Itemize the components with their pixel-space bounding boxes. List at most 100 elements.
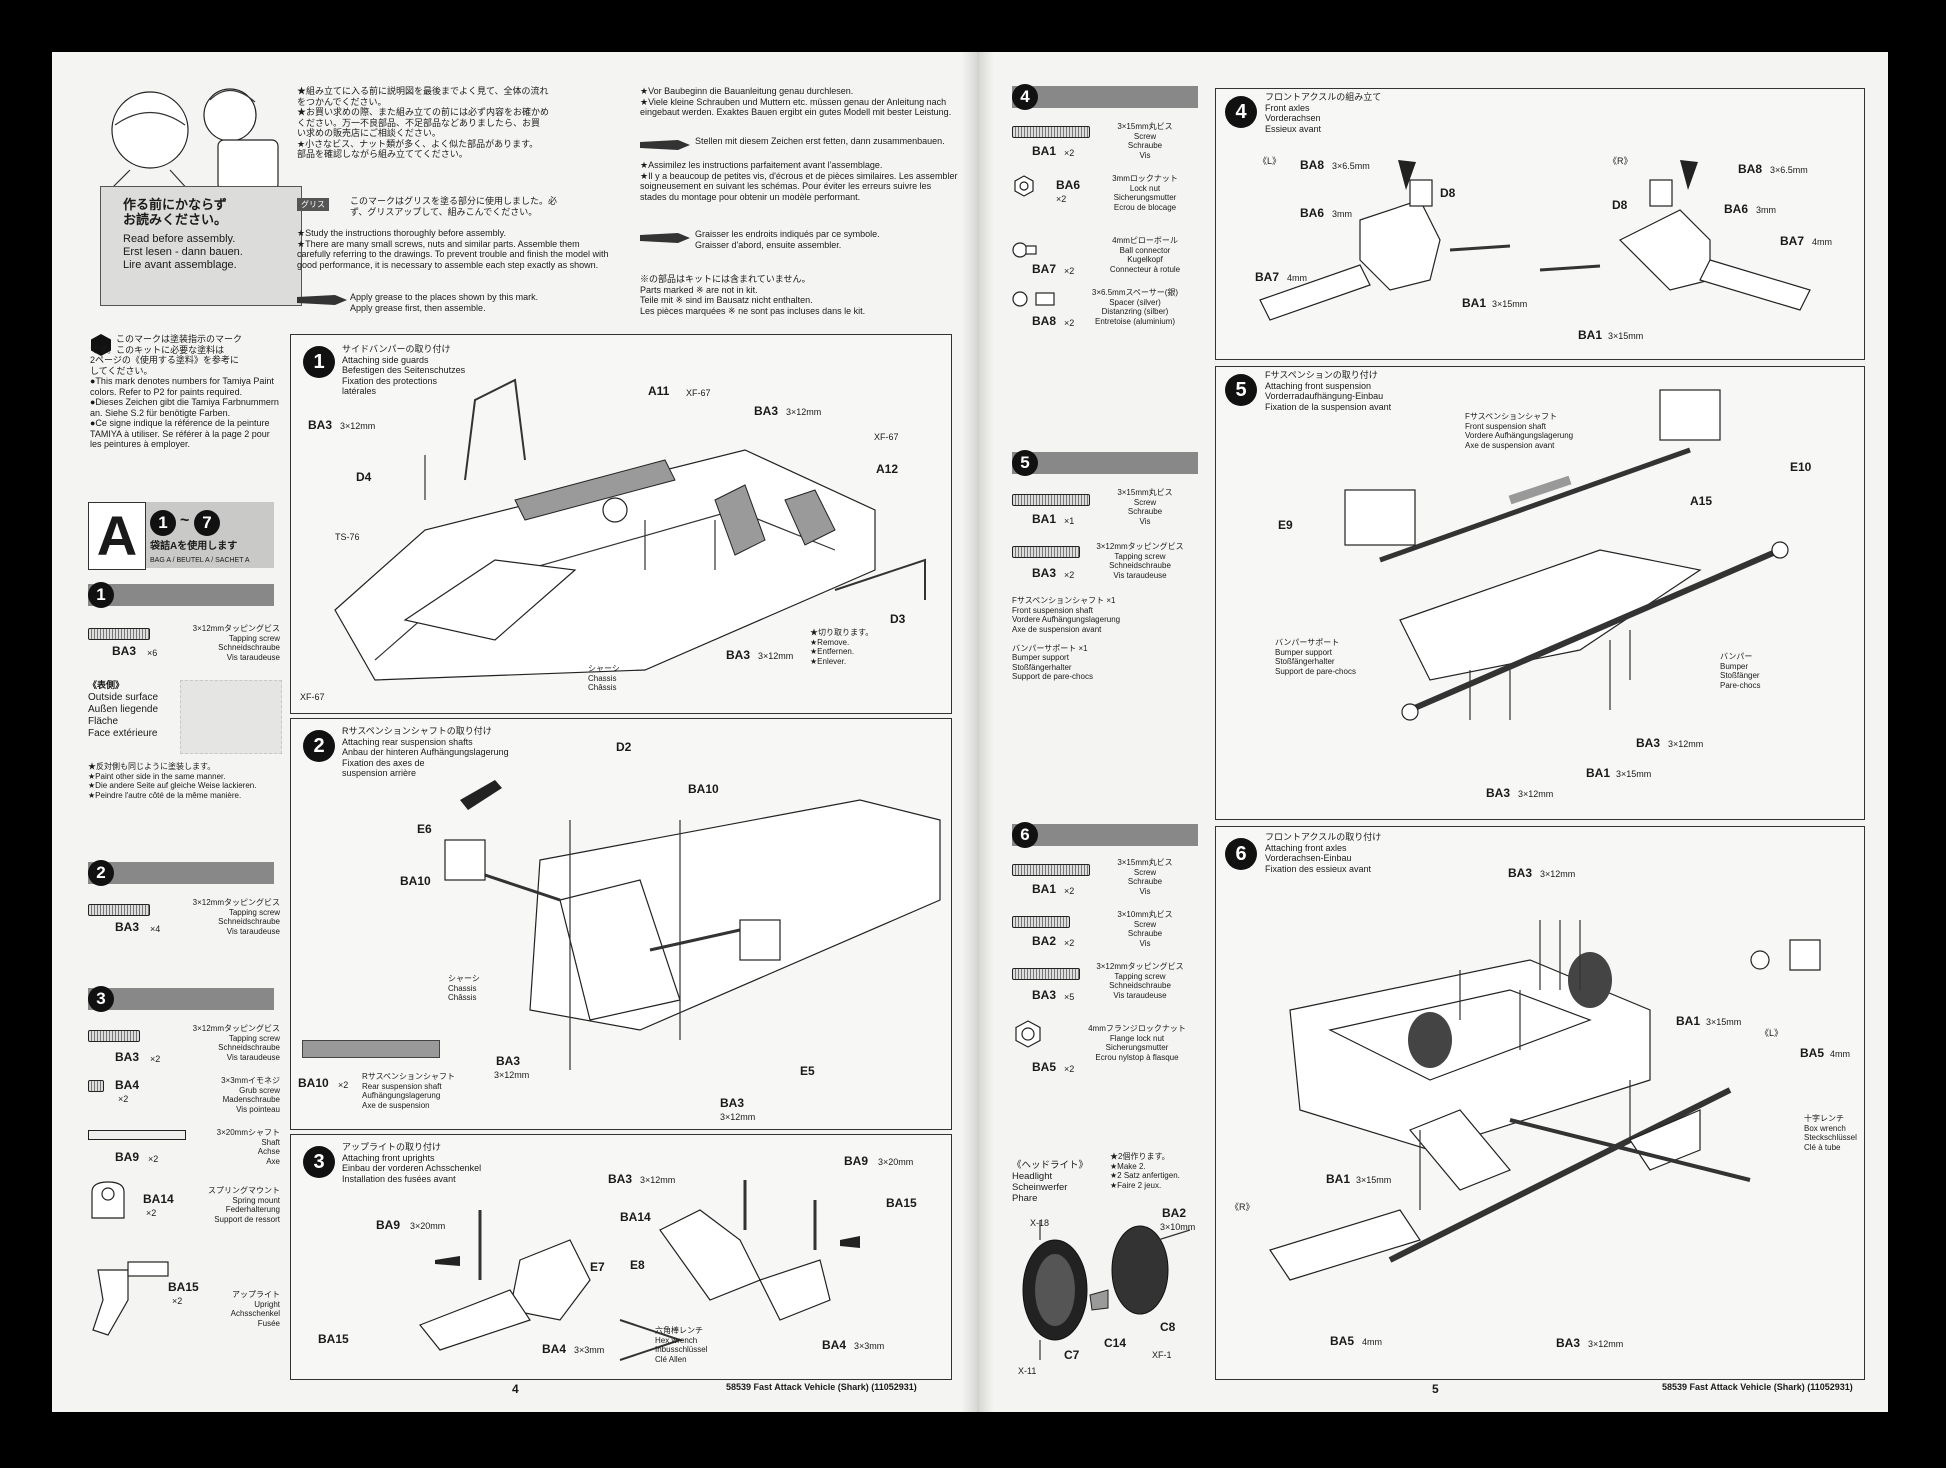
label-e8: E8: [630, 1258, 645, 1272]
label-ba4-size: 3×3mm: [854, 1341, 885, 1351]
label-ba3: BA3: [720, 1096, 745, 1110]
part-desc: 3mmロックナット Lock nut Sicherungsmutter Ecro…: [1112, 174, 1178, 212]
step-3-panel: [290, 1134, 952, 1380]
footer-left: 58539 Fast Attack Vehicle (Shark) (11052…: [726, 1382, 917, 1392]
step-5-number: 5: [1225, 374, 1257, 406]
part-desc: 3×15mm丸ビス Screw Schraube Vis: [1117, 488, 1173, 526]
part-code: BA1: [1032, 512, 1057, 526]
part-qty: ×5: [1064, 992, 1075, 1002]
label-x11: X-11: [1018, 1366, 1037, 1376]
part-code: BA7: [1032, 262, 1057, 276]
label-ba3: BA3: [496, 1054, 521, 1068]
shaft-icon: [88, 1130, 186, 1140]
label-ba9-size: 3×20mm: [878, 1157, 914, 1167]
headlight-title: 《ヘッドライト》 Headlight Scheinwerfer Phare: [1012, 1160, 1089, 1204]
label-ba4: BA4: [542, 1342, 567, 1356]
parts-bar-step-4: 4: [1012, 84, 1198, 110]
part-desc: 3×20mmシャフト Shaft Achse Axe: [216, 1128, 280, 1166]
bag-range-tilde: ~: [180, 512, 190, 529]
label-ba3: BA3: [1556, 1336, 1581, 1350]
label-d2: D2: [616, 740, 632, 754]
ball-connector-icon: [1012, 242, 1037, 258]
part-qty: ×2: [1056, 194, 1067, 204]
label-c14: C14: [1104, 1336, 1127, 1350]
label-ba9: BA9: [376, 1218, 401, 1232]
label-ba1-size: 3×15mm: [1608, 331, 1644, 341]
label-ba8-size: 3×6.5mm: [1332, 161, 1370, 171]
part-desc: 3×15mm丸ビス Screw Schraube Vis: [1117, 122, 1173, 160]
part-code: BA3: [115, 1050, 140, 1064]
label-ba14: BA14: [620, 1210, 651, 1224]
part-desc: 3×10mm丸ビス Screw Schraube Vis: [1117, 910, 1173, 948]
parts-step-number: 3: [88, 986, 114, 1012]
spring-mount-icon: [91, 1181, 125, 1219]
parts-step-number: 2: [88, 860, 114, 886]
bag-a-block: A 1 ~ 7 袋詰Aを使用します BAG A / BEUTEL A / SAC…: [88, 502, 274, 570]
grease-mark-icon: [297, 295, 347, 305]
grease-fr: Graisser les endroits indiqués par ce sy…: [695, 229, 880, 250]
label-ba3: BA3: [726, 648, 751, 662]
label-chassis: シャーシ Chassis Châssis: [448, 974, 480, 1002]
outside-surface-note: Outside surface Außen liegende Fläche Fa…: [88, 692, 159, 739]
grease-tag: グリス: [297, 198, 329, 211]
label-ba3-size: 3×12mm: [1668, 739, 1704, 749]
grease-en: Apply grease to the places shown by this…: [350, 292, 539, 313]
part-qty: ×2: [150, 1054, 161, 1064]
label-a15: A15: [1690, 494, 1713, 508]
label-ba3-size: 3×12mm: [1540, 869, 1576, 879]
step-3-upright-drawing: [419, 1180, 860, 1361]
label-c8: C8: [1160, 1320, 1176, 1334]
label-ba1: BA1: [1326, 1172, 1351, 1186]
label-ba1: BA1: [1676, 1014, 1701, 1028]
step-3-title: アップライトの取り付け Attaching front uprights Ein…: [342, 1142, 482, 1184]
label-e9: E9: [1278, 518, 1293, 532]
label-ba7: BA7: [1255, 270, 1280, 284]
label-d4: D4: [356, 470, 372, 484]
intro-en: ★Study the instructions thoroughly befor…: [297, 228, 609, 270]
part-desc: 4mmピローボール Ball connector Kugelkopf Conne…: [1109, 236, 1181, 274]
part-desc: 3×15mm丸ビス Screw Schraube Vis: [1117, 858, 1173, 896]
part-code: BA5: [1032, 1060, 1057, 1074]
part-qty: ×2: [1064, 570, 1075, 580]
outside-surface-illustration: [180, 680, 282, 754]
part-qty: ×2: [1064, 938, 1075, 948]
label-ba5: BA5: [1330, 1334, 1355, 1348]
step-4-panel: [1215, 88, 1865, 360]
label-ba3: BA3: [308, 418, 333, 432]
part-code: BA1: [1032, 882, 1057, 896]
outside-surface-head: 《表側》: [88, 680, 125, 690]
step-2-number: 2: [303, 730, 335, 762]
label-ba15: BA15: [886, 1196, 917, 1210]
label-ba9-size: 3×20mm: [410, 1221, 446, 1231]
bag-en: BAG A / BEUTEL A / SACHET A: [150, 557, 250, 564]
label-ba8: BA8: [1738, 162, 1763, 176]
label-bumper-support: バンパーサポート Bumper support Stoßfängerhalter…: [1275, 638, 1356, 676]
label-ba4-size: 3×3mm: [574, 1345, 605, 1355]
label-ba3-size: 3×12mm: [720, 1112, 756, 1122]
bag-jp: 袋詰Aを使用します: [150, 541, 238, 552]
step-5-title: Fサスペンションの取り付け Attaching front suspension…: [1265, 370, 1392, 412]
part-qty: ×2: [1064, 318, 1075, 328]
label-hex-wrench: 六角棒レンチ Hex wrench Inbusschlüssel Clé All…: [655, 1326, 708, 1364]
parts-bar-step-6: 6: [1012, 822, 1198, 848]
label-left-side: 《L》: [1760, 1028, 1784, 1038]
part-desc: 3×3mmイモネジ Grub screw Madenschraube Vis p…: [221, 1076, 280, 1114]
part-qty: ×2: [1064, 148, 1075, 158]
paint-hex-icon: [91, 334, 111, 356]
part-qty: ×2: [172, 1296, 183, 1306]
label-ba3-size: 3×12mm: [786, 407, 822, 417]
part-code: BA6: [1056, 178, 1081, 192]
label-x18: X-18: [1030, 1218, 1050, 1228]
parts-step-number: 6: [1012, 822, 1038, 848]
label-xf67: XF-67: [874, 432, 899, 442]
paint-other-side-note: ★反対側も同じように塗装します。 ★Paint other side in th…: [88, 762, 257, 800]
part-desc: 3×12mmタッピングビス Tapping screw Schneidschra…: [192, 898, 280, 936]
read-before-sign: 作る前にかならず お読みください。 Read before assembly. …: [100, 186, 302, 306]
part-code: BA2: [1032, 934, 1057, 948]
label-box-wrench: 十字レンチ Box wrench Steckschlüssel Clé à tu…: [1804, 1114, 1857, 1152]
label-f-shaft: Fサスペンションシャフト Front suspension shaft Vord…: [1465, 412, 1574, 450]
label-e5: E5: [800, 1064, 815, 1078]
label-ts76: TS-76: [335, 532, 360, 542]
part-qty: ×2: [146, 1208, 157, 1218]
label-ba5: BA5: [1800, 1046, 1825, 1060]
